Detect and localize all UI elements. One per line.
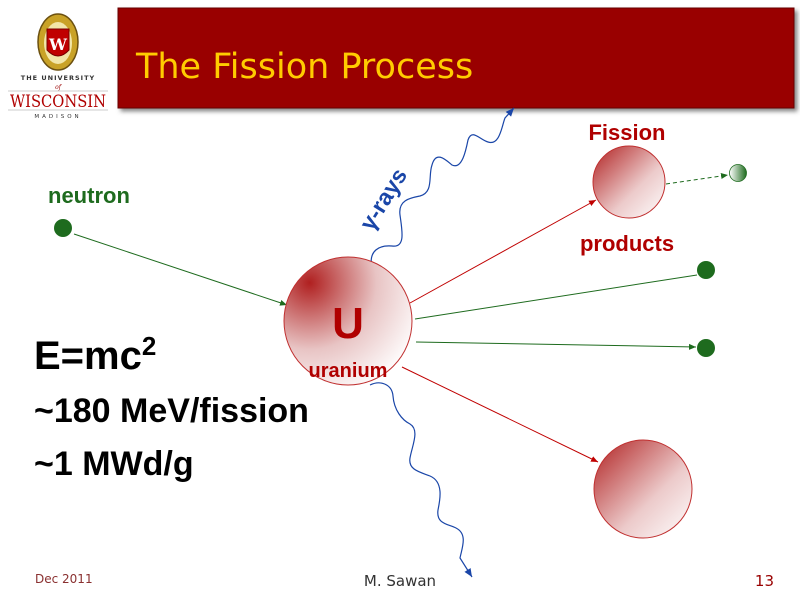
neutron-label: neutron	[48, 183, 130, 208]
logo-line2: of	[55, 84, 63, 91]
delayed-neutron-arrow	[665, 173, 729, 185]
gamma-ray-down	[369, 382, 473, 578]
gamma-rays-label: γ-rays	[354, 163, 412, 234]
fission-product-bottom	[593, 439, 693, 539]
neutron-out-arrow-1	[414, 274, 698, 320]
university-logo: W THE UNIVERSITY of WISCONSIN MADISON	[8, 13, 108, 120]
neutron-out-arrow-2	[415, 341, 697, 350]
footer-author: M. Sawan	[364, 572, 436, 590]
neutron-arrow	[73, 233, 288, 306]
logo-line4: MADISON	[34, 114, 81, 120]
delayed-neutron	[729, 164, 747, 182]
gamma-ray-up	[370, 107, 515, 269]
fission-product-top	[592, 145, 666, 219]
product-arrow-top	[409, 199, 597, 304]
uranium-label: uranium	[309, 360, 388, 382]
energy-per-fission: ~180 MeV/fission	[34, 392, 309, 430]
crest-icon: W	[37, 13, 79, 71]
products-label: products	[580, 231, 674, 256]
uranium-nucleus	[283, 256, 413, 386]
page-number: 13	[755, 572, 774, 590]
fission-label: Fission	[588, 120, 665, 145]
emitted-neutron-1	[697, 261, 715, 279]
energy-per-gram: ~1 MWd/g	[34, 445, 194, 483]
slide-title: The Fission Process	[135, 47, 473, 87]
incoming-neutron	[54, 219, 72, 237]
title-bar: The Fission Process	[117, 7, 795, 109]
product-arrow-bottom	[401, 366, 599, 463]
svg-text:W: W	[48, 35, 68, 54]
emitted-neutron-2	[697, 339, 715, 357]
logo-line3: WISCONSIN	[10, 92, 106, 112]
uranium-symbol: U	[332, 299, 364, 348]
logo-line1: THE UNIVERSITY	[21, 74, 95, 82]
equation-emc2: E=mc2	[34, 331, 156, 378]
footer-date: Dec 2011	[35, 572, 93, 586]
